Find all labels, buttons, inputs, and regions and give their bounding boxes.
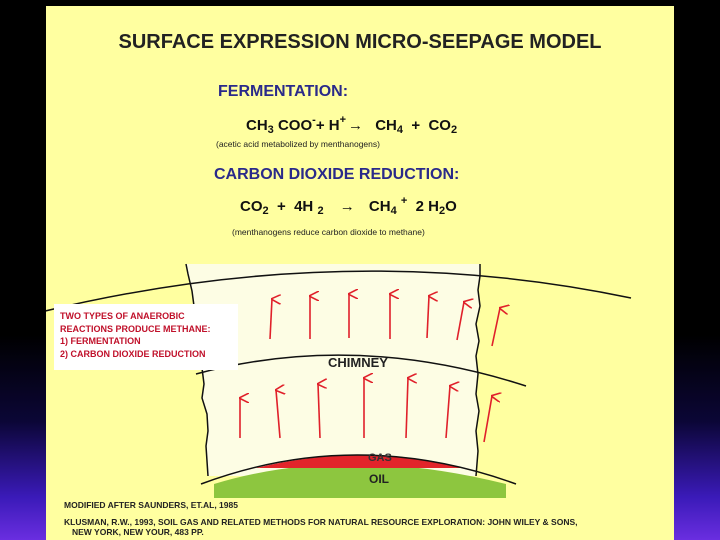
- fermentation-note: (acetic acid metabolized by menthanogens…: [216, 139, 380, 149]
- fermentation-heading: FERMENTATION:: [218, 83, 349, 100]
- methane-callout: TWO TYPES OF ANAEROBIC REACTIONS PRODUCE…: [54, 304, 238, 370]
- oil-label: OIL: [369, 472, 389, 486]
- oil-layer: [214, 464, 506, 498]
- gas-label: GAS: [368, 452, 392, 464]
- co2-reduction-heading: CARBON DIOXIDE REDUCTION:: [214, 166, 460, 183]
- reference-klusman-publisher: NEW YORK, NEW YOUR, 483 PP.: [72, 527, 204, 537]
- callout-line-2: REACTIONS PRODUCE METHANE:: [60, 323, 211, 334]
- callout-line-3: 1) FERMENTATION: [60, 336, 141, 346]
- reference-saunders: MODIFIED AFTER SAUNDERS, ET.AL, 1985: [64, 500, 238, 510]
- co2-reduction-equation: CO2 + 4H 2 → CH4 + 2 H2O: [240, 195, 457, 217]
- chimney-column: [186, 264, 480, 476]
- callout-line-4: 2) CARBON DIOXIDE REDUCTION: [60, 348, 206, 359]
- fermentation-equation: CH3 COO-+ H+→ CH4 + CO2: [246, 114, 458, 136]
- co2-reduction-note: (menthanogens reduce carbon dioxide to m…: [232, 227, 425, 237]
- chimney-label: CHIMNEY: [328, 355, 388, 370]
- reference-klusman: KLUSMAN, R.W., 1993, SOIL GAS AND RELATE…: [64, 517, 578, 527]
- slide-title: SURFACE EXPRESSION MICRO-SEEPAGE MODEL: [118, 31, 602, 53]
- callout-line-1: TWO TYPES OF ANAEROBIC: [60, 311, 185, 321]
- upward-arrows-lower: [240, 378, 492, 443]
- seepage-diagram: [46, 263, 632, 498]
- upward-arrows-upper: [269, 294, 500, 347]
- slide: SURFACE EXPRESSION MICRO-SEEPAGE MODEL F…: [46, 6, 674, 540]
